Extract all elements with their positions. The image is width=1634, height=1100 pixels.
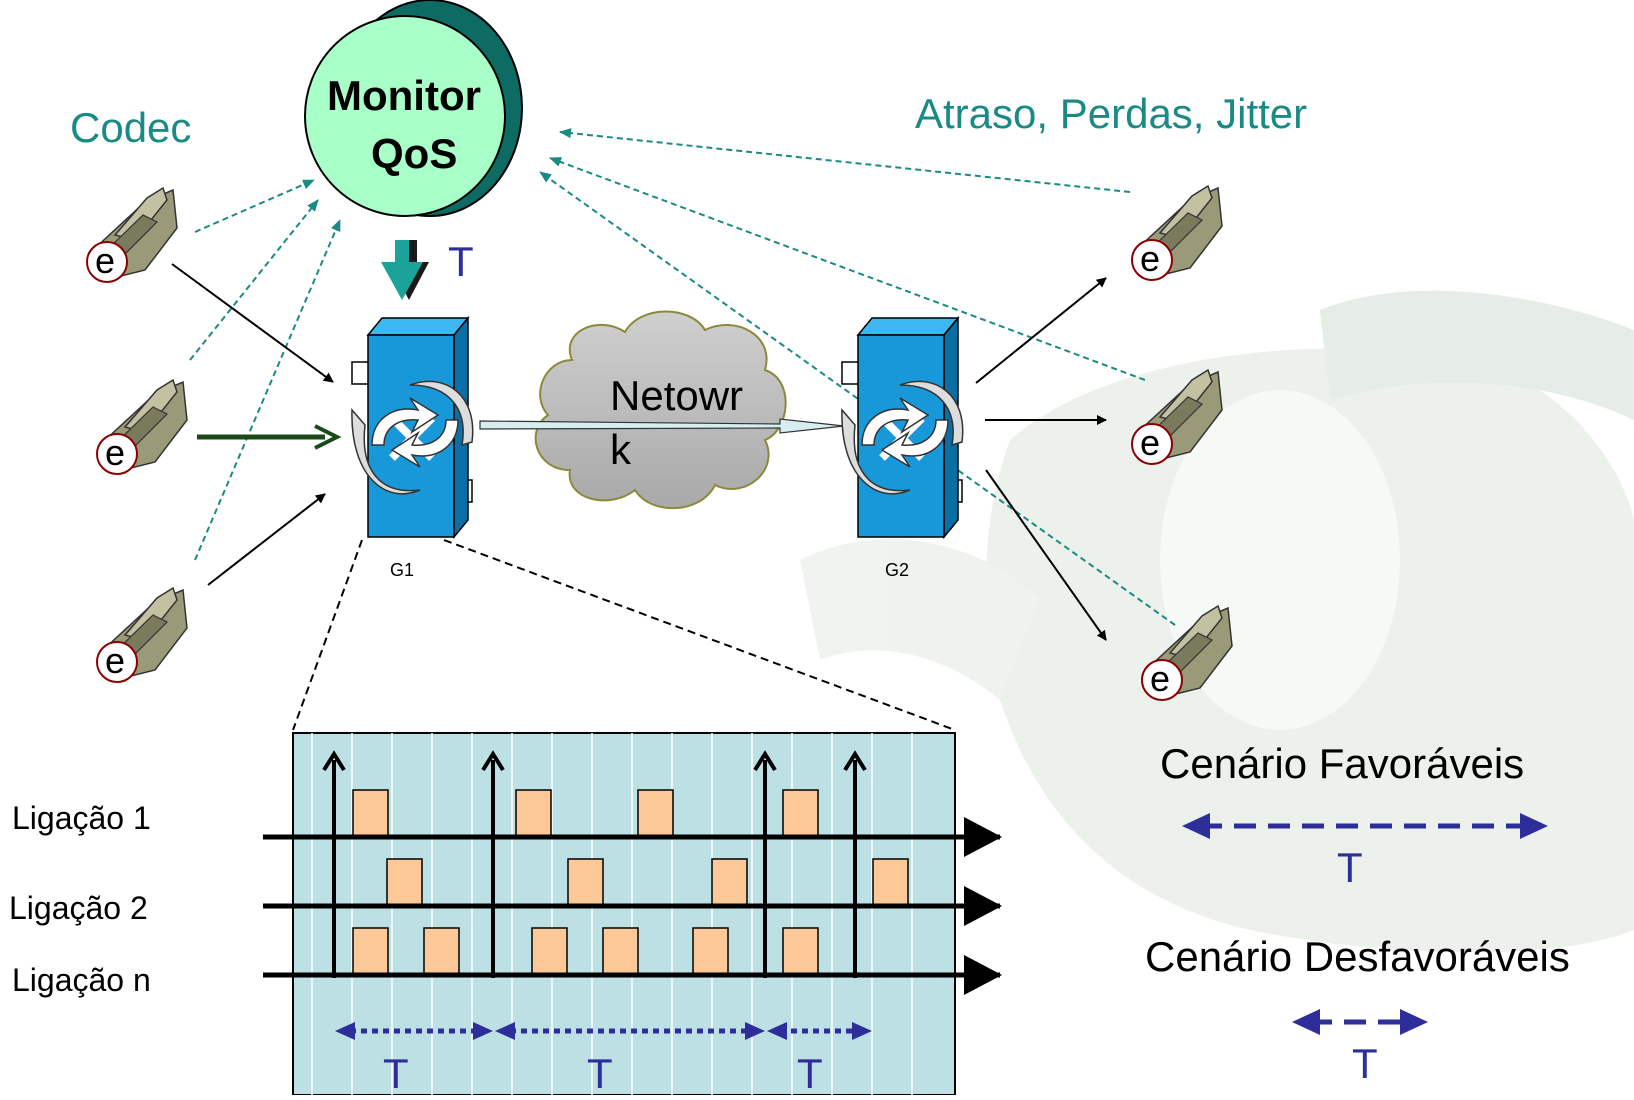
connection-label: Ligação 2	[9, 890, 148, 926]
gateway-g2	[841, 315, 964, 540]
phone-icon	[1131, 184, 1223, 281]
phone-icon	[96, 586, 188, 683]
monitor-qos-node	[304, 0, 523, 217]
phone-icon	[96, 378, 188, 475]
phone-badge: e	[1140, 422, 1161, 463]
phone-icon	[1141, 604, 1233, 701]
call-arrows-to-g1	[171, 263, 334, 586]
timeline-period-label: T	[797, 1050, 823, 1097]
gateway-g2-label: G2	[885, 560, 910, 580]
connection-label: Ligação n	[12, 962, 151, 998]
network-cloud	[534, 310, 787, 510]
codec-label: Codec	[70, 104, 192, 151]
phone-icon	[86, 186, 178, 283]
gateway-g1	[351, 315, 474, 540]
call-arrow-highlight	[197, 424, 342, 450]
network-link-arrow	[479, 418, 845, 434]
gateway-g1-label: G1	[390, 560, 415, 580]
zoom-lines	[292, 539, 956, 731]
monitor-period-label: T	[448, 238, 474, 285]
phone-badge: e	[105, 432, 126, 473]
scenario-favorable-arrow	[1182, 813, 1548, 839]
call-arrows-from-g2	[975, 277, 1107, 641]
metric-report-arrows	[189, 128, 1176, 626]
timeline-period-label: T	[383, 1050, 409, 1097]
scenario-unfavorable-period: T	[1352, 1040, 1378, 1087]
cloud-label-line2: k	[610, 426, 631, 473]
monitor-subtitle: QoS	[371, 130, 458, 177]
phone-badge: e	[105, 640, 126, 681]
connection-label: Ligação 1	[12, 800, 151, 836]
scenario-favorable-period: T	[1337, 844, 1363, 891]
timeline-period-label: T	[587, 1050, 613, 1097]
cloud-label-line1: Netowr	[610, 372, 744, 419]
scenario-unfavorable-label: Cenário Desfavoráveis	[1145, 933, 1570, 980]
phone-badge: e	[1140, 238, 1161, 279]
phone-badge: e	[95, 240, 116, 281]
connection-timelines	[263, 817, 1002, 995]
background-phone-watermark	[800, 290, 1634, 953]
scenario-unfavorable-arrow	[1292, 1009, 1428, 1035]
scenario-favorable-label: Cenário Favoráveis	[1160, 740, 1525, 787]
phone-icon	[1131, 368, 1223, 465]
monitor-title: Monitor	[327, 72, 481, 119]
phone-badge: e	[1150, 658, 1171, 699]
monitor-down-arrow	[381, 240, 429, 300]
metrics-label: Atraso, Perdas, Jitter	[915, 90, 1308, 137]
timeline-panel	[292, 732, 956, 1096]
